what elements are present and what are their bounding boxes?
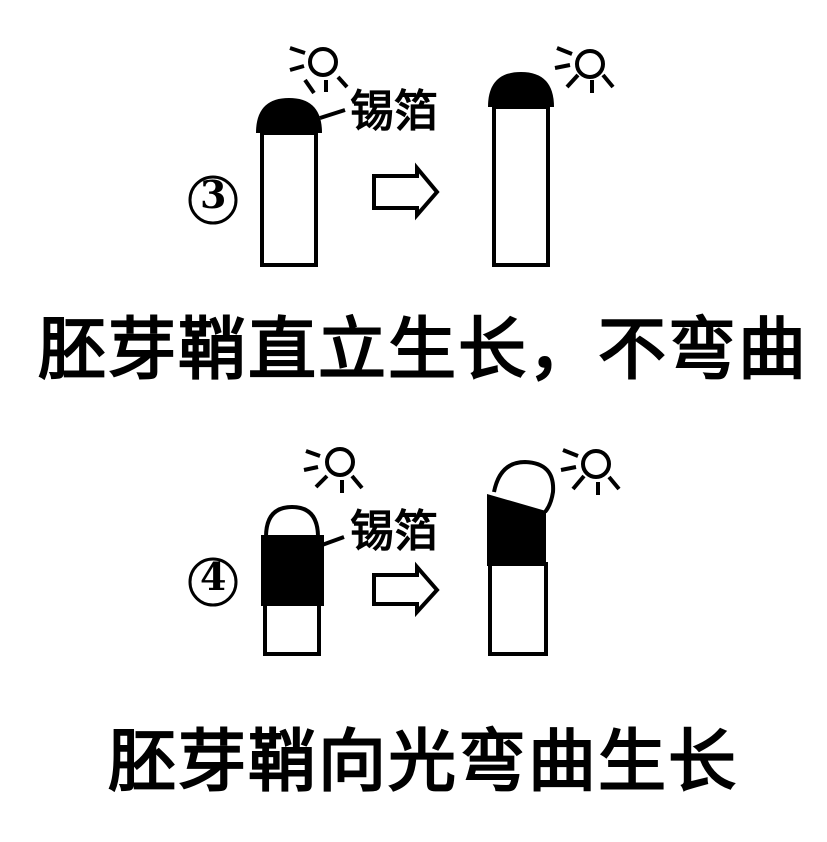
exp4-number-circle <box>188 557 238 607</box>
exp4-after-coleoptile-base <box>488 562 548 656</box>
exp4-after-bent-tip <box>492 459 556 514</box>
exp4-number-digit: 4 <box>200 554 227 599</box>
exp4-after-foil-band <box>487 494 546 566</box>
exp4-foil-label: 锡箔 <box>350 506 438 557</box>
exp4-before-tip <box>264 504 320 538</box>
exp3-number-circle <box>188 175 238 225</box>
hollow-arrow-right-icon <box>372 561 440 618</box>
sun-icon <box>303 447 364 493</box>
exp3-after-coleoptile <box>492 105 550 267</box>
exp4-before-coleoptile-base <box>263 602 321 656</box>
sun-icon <box>554 46 615 93</box>
exp4-result-caption: 胚芽鞘向光弯曲生长 <box>108 722 739 802</box>
exp4-foil-leader-line <box>321 535 345 547</box>
exp3-after-foil-cap <box>488 72 554 107</box>
exp3-foil-leader-line <box>319 108 346 120</box>
exp3-before-coleoptile <box>260 131 318 267</box>
exp4-before-foil-band <box>261 535 324 606</box>
sun-icon <box>560 448 621 495</box>
exp3-foil-label: 锡箔 <box>350 86 438 137</box>
exp3-result-caption: 胚芽鞘直立生长，不弯曲 <box>38 310 809 390</box>
hollow-arrow-right-icon <box>372 162 440 221</box>
exp3-number-digit: 3 <box>200 172 227 217</box>
exp3-before-foil-cap <box>256 98 322 133</box>
sun-icon <box>289 46 349 95</box>
